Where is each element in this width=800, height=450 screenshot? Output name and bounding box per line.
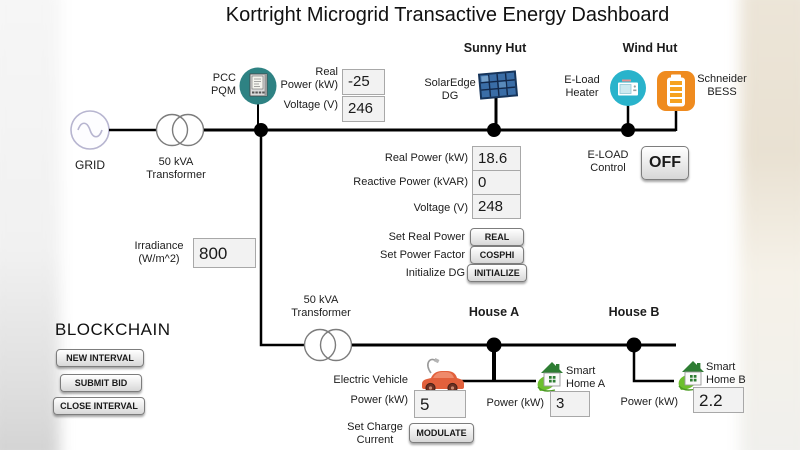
new-interval-button[interactable]: NEW INTERVAL — [56, 349, 144, 367]
pcc-real-power-label: Real Power (kW) — [280, 66, 338, 92]
initialize-dg-label: Initialize DG — [405, 267, 465, 279]
eload-heater-icon — [610, 70, 646, 106]
ev-power-input[interactable]: 5 — [414, 390, 466, 418]
ev-power-label: Power (kW) — [350, 394, 408, 406]
dg-voltage-readout: 248 — [472, 194, 521, 219]
close-interval-button[interactable]: CLOSE INTERVAL — [53, 397, 145, 415]
home-b-power-label: Power (kW) — [620, 396, 678, 408]
pcc-pqm-label: PCC PQM — [210, 72, 236, 98]
dg-real-power-label: Real Power (kW) — [384, 152, 468, 164]
house-a-title: House A — [468, 305, 520, 319]
irradiance-label: Irradiance (W/m^2) — [134, 240, 184, 266]
page-title: Kortright Microgrid Transactive Energy D… — [225, 4, 670, 26]
smart-home-b-icon — [678, 361, 704, 391]
house-b-title: House B — [608, 305, 660, 319]
transformer-2-label: 50 kVA Transformer — [291, 294, 351, 320]
transformer-1-icon — [155, 113, 205, 147]
home-a-power-input[interactable]: 3 — [550, 391, 590, 417]
home-a-power-label: Power (kW) — [486, 397, 544, 409]
eload-control-label: E-LOAD Control — [587, 149, 629, 175]
right-edge-gradient — [740, 0, 800, 450]
bess-battery-icon — [657, 71, 695, 111]
initialize-button[interactable]: INITIALIZE — [467, 264, 527, 282]
schneider-bess-label: Schneider BESS — [697, 73, 747, 99]
pqm-meter-icon — [239, 67, 277, 105]
wind-hut-title: Wind Hut — [622, 41, 678, 55]
blockchain-title: BLOCKCHAIN — [55, 320, 171, 339]
pcc-real-power-readout: -25 — [342, 69, 385, 95]
left-edge-gradient — [0, 0, 60, 450]
smart-home-a-label: Smart Home A — [566, 365, 606, 391]
set-charge-current-label: Set Charge Current — [347, 421, 403, 447]
electric-vehicle-label: Electric Vehicle — [333, 374, 408, 386]
transformer-2-icon — [303, 328, 353, 362]
set-real-power-label: Set Real Power — [388, 231, 465, 243]
sunny-hut-title: Sunny Hut — [463, 41, 527, 55]
smart-home-b-label: Smart Home B — [706, 361, 746, 387]
solaredge-dg-label: SolarEdge DG — [424, 77, 476, 103]
irradiance-input[interactable]: 800 — [193, 238, 256, 268]
home-b-power-input[interactable]: 2.2 — [693, 387, 744, 413]
dg-reactive-power-label: Reactive Power (kVAR) — [353, 176, 468, 188]
grid-source-icon — [70, 110, 110, 150]
smart-home-a-icon — [537, 362, 563, 392]
dg-voltage-label: Voltage (V) — [413, 202, 468, 214]
eload-off-button[interactable]: OFF — [641, 146, 689, 180]
dg-real-power-readout: 18.6 — [472, 146, 521, 171]
solar-panel-icon — [477, 70, 519, 100]
feeder-line — [259, 130, 304, 347]
set-power-factor-label: Set Power Factor — [380, 249, 465, 261]
junction-dots — [254, 123, 642, 353]
submit-bid-button[interactable]: SUBMIT BID — [60, 374, 142, 392]
pcc-voltage-readout: 246 — [342, 96, 385, 122]
dg-reactive-power-readout: 0 — [472, 170, 521, 195]
modulate-button[interactable]: MODULATE — [409, 423, 474, 443]
grid-label: GRID — [75, 158, 105, 172]
house-b-branch-line — [632, 345, 674, 383]
pcc-voltage-label: Voltage (V) — [283, 99, 338, 111]
real-button[interactable]: REAL — [470, 228, 524, 246]
transformer-1-label: 50 kVA Transformer — [146, 156, 206, 182]
cosphi-button[interactable]: COSPHI — [470, 246, 524, 264]
eload-heater-label: E-Load Heater — [564, 74, 600, 100]
